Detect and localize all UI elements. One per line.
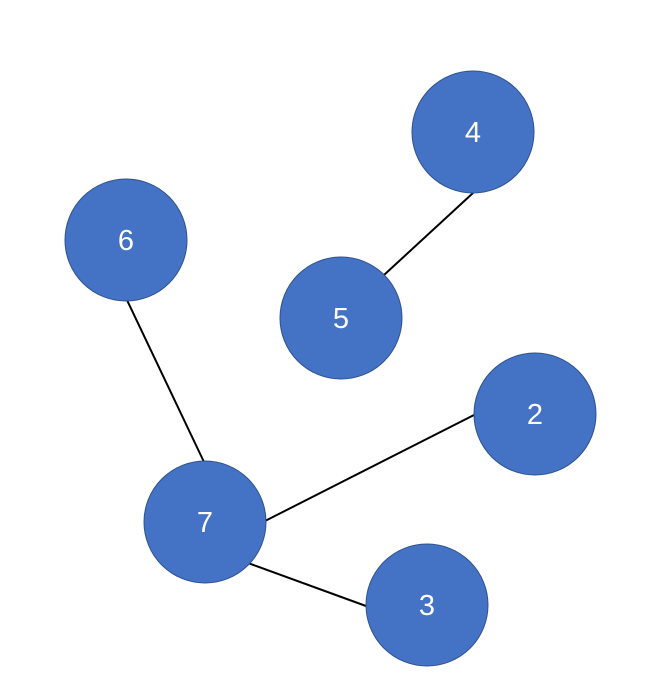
graph-node-5[interactable]: 5 <box>279 256 403 380</box>
node-circle-7[interactable] <box>143 460 267 584</box>
node-circle-5[interactable] <box>279 256 403 380</box>
graph-node-6[interactable]: 6 <box>64 178 188 302</box>
node-circle-4[interactable] <box>411 70 535 194</box>
graph-edge-7-3[interactable] <box>247 562 367 607</box>
graph-node-3[interactable]: 3 <box>365 543 489 667</box>
graph-node-7[interactable]: 7 <box>143 460 267 584</box>
graph-node-4[interactable]: 4 <box>411 70 535 194</box>
node-circle-3[interactable] <box>365 543 489 667</box>
node-circle-6[interactable] <box>64 178 188 302</box>
graph-edge-6-7[interactable] <box>125 297 205 463</box>
graph-edge-4-5[interactable] <box>383 192 474 276</box>
graph-node-2[interactable]: 2 <box>473 352 597 476</box>
graph-edge-7-2[interactable] <box>264 414 475 522</box>
node-circle-2[interactable] <box>473 352 597 476</box>
